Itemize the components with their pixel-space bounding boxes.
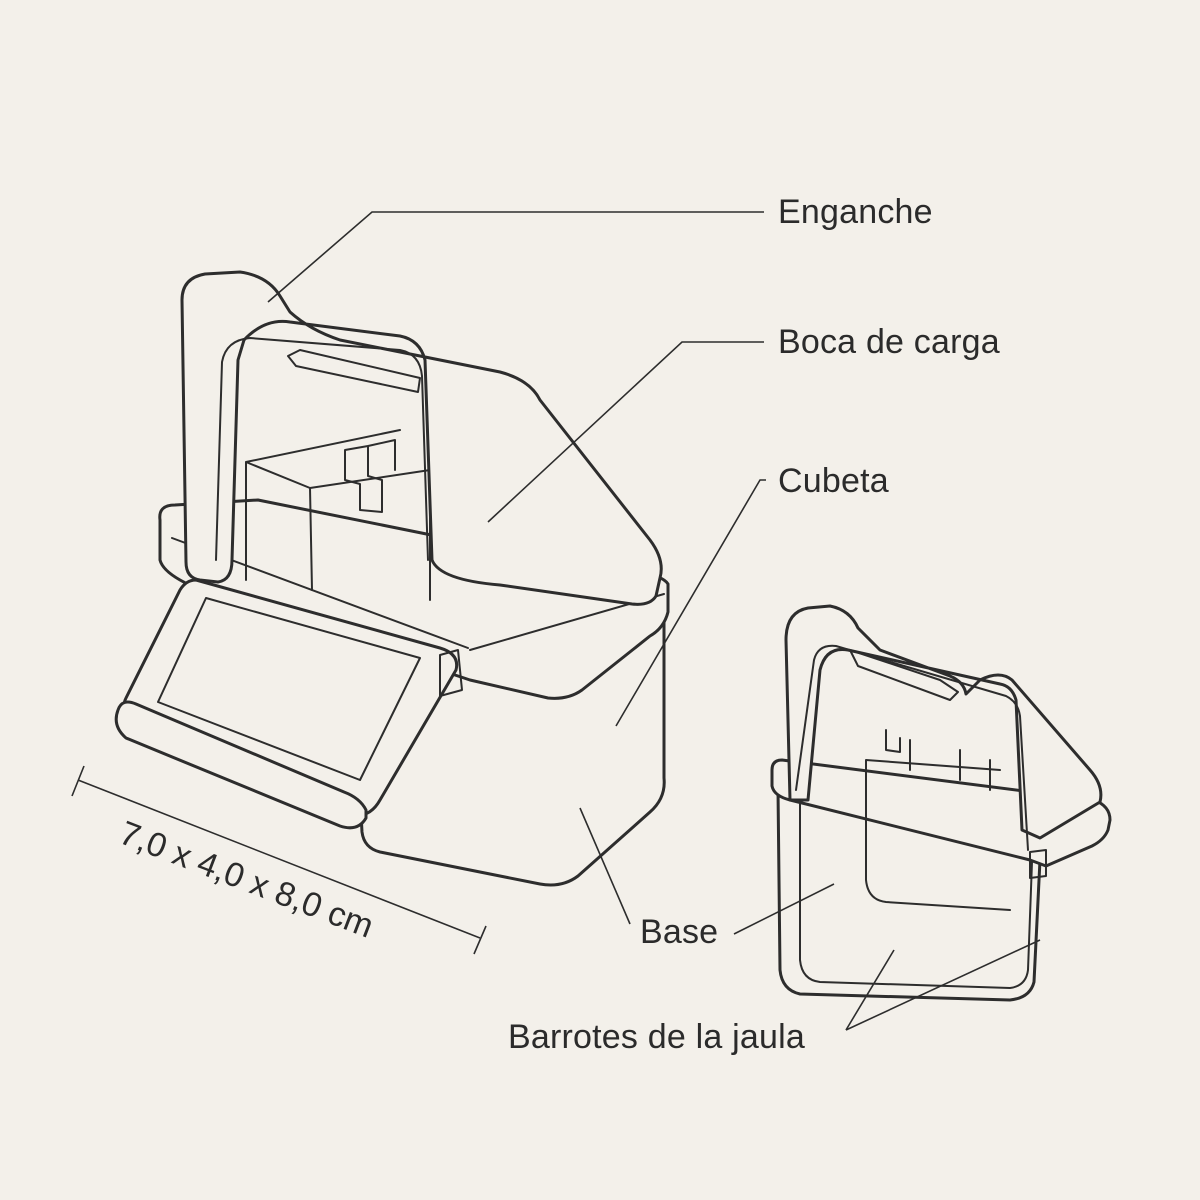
bars-leader-1 [845,949,895,1031]
dimension-tick-left [71,765,85,797]
large-feeder-hook [180,270,663,606]
dimension-tick-right [473,925,487,955]
fill-opening-leader [487,341,764,523]
large-feeder-drawing [114,270,670,887]
small-feeder-hook [784,604,1103,840]
large-feeder-perch-inner [157,597,421,781]
hook-leader [267,211,764,303]
large-feeder-inner-post [344,439,396,513]
label-tray: Cubeta [778,462,889,500]
small-feeder-hook-frame [795,644,1029,851]
label-base: Base [640,913,719,951]
small-feeder-inner-box [865,759,1011,911]
small-feeder-inner-wall [799,799,1033,989]
leader-lines [267,211,1041,1031]
large-feeder-cavity [245,429,431,601]
label-cage-bars: Barrotes de la jaula [508,1018,805,1056]
label-fill-opening: Boca de carga [778,323,1000,361]
label-hook: Enganche [778,193,933,231]
base-leader-left [579,807,631,925]
small-feeder-hook-slot [849,649,959,701]
large-feeder-hook-slot [287,349,421,393]
small-feeder-clip [1029,849,1047,879]
large-feeder-hook-frame [215,337,429,561]
large-feeder-perch-bar [114,700,368,830]
large-feeder-clip [439,649,463,697]
dimension-line [71,765,487,955]
small-feeder-drawing [770,604,1112,1002]
dimension-main-line [77,779,481,939]
base-leader-right [733,883,835,935]
small-feeder-post [885,729,991,791]
small-feeder-rim [770,758,1112,868]
tray-leader [615,479,766,727]
bars-leader-2 [845,939,1041,1031]
